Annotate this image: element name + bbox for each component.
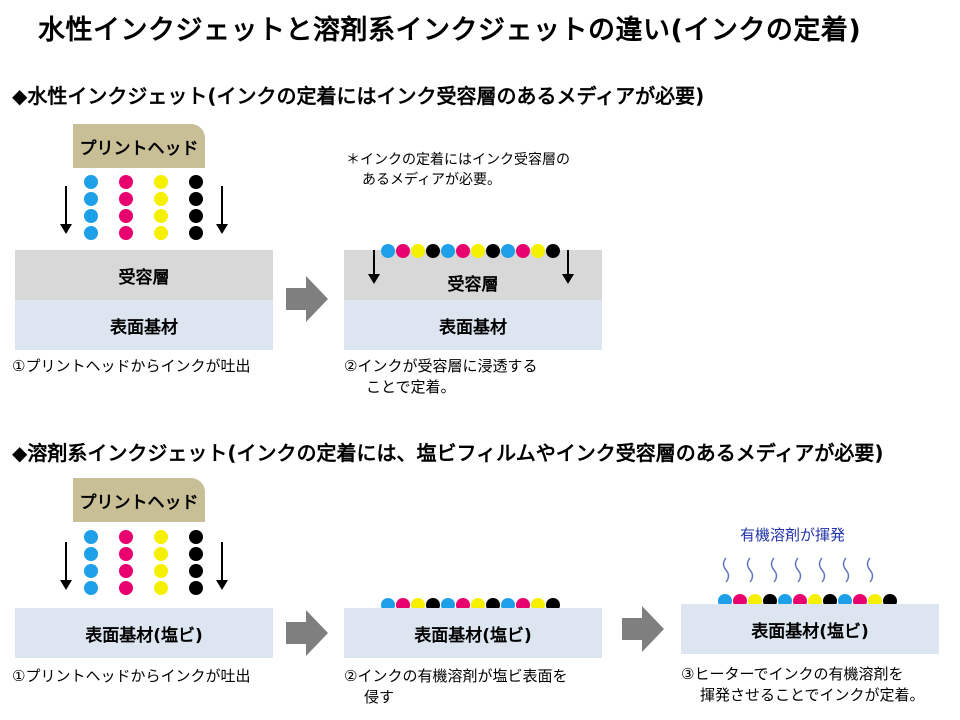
step-caption: ②インクが受容層に浸透する [344, 357, 538, 375]
receptive-layer: 受容層 [344, 250, 602, 300]
aqueous-section-title: ◆水性インクジェット(インクの定着にはインク受容層のあるメディアが必要) [12, 84, 705, 108]
ink-dot-yellow [411, 244, 425, 258]
ink-droplet-magenta [119, 530, 133, 544]
base-material-pvc: 表面基材(塩ビ) [344, 608, 602, 658]
ink-dot-black [426, 244, 440, 258]
right-arrow-icon [286, 610, 328, 656]
magenta-droplet-column [119, 530, 133, 598]
ink-dot-magenta [456, 244, 470, 258]
right-arrow-icon [286, 276, 328, 322]
ink-droplet-cyan [84, 226, 98, 240]
ink-droplet-magenta [119, 209, 133, 223]
step-caption: ①プリントヘッドからインクが吐出 [12, 357, 251, 375]
ink-dot-cyan [381, 244, 395, 258]
ink-droplet-cyan [84, 530, 98, 544]
step-caption: ことで定着。 [366, 378, 456, 396]
base-material-pvc: 表面基材(塩ビ) [15, 608, 273, 658]
base-material-pvc: 表面基材(塩ビ) [681, 604, 939, 654]
ink-droplet-cyan [84, 209, 98, 223]
down-arrow-icon [60, 186, 72, 234]
ink-droplet-yellow [154, 226, 168, 240]
down-arrow-icon [216, 186, 228, 234]
ink-droplet-cyan [84, 564, 98, 578]
ink-dot-yellow [471, 244, 485, 258]
ink-droplet-magenta [119, 226, 133, 240]
yellow-droplet-column [154, 175, 168, 243]
ink-droplet-black [189, 564, 203, 578]
ink-droplet-black [189, 547, 203, 561]
yellow-droplet-column [154, 530, 168, 598]
step-caption: 揮発させることでインクが定着。 [700, 686, 925, 704]
ink-droplet-cyan [84, 175, 98, 189]
ink-dot-yellow [531, 244, 545, 258]
ink-droplet-yellow [154, 547, 168, 561]
ink-droplet-yellow [154, 564, 168, 578]
ink-dot-cyan [501, 244, 515, 258]
solvent-section-title: ◆溶剤系インクジェット(インクの定着には、塩ビフィルムやインク受容層のあるメディ… [12, 441, 884, 465]
ink-droplet-black [189, 192, 203, 206]
right-arrow-icon [622, 606, 664, 652]
ink-droplet-black [189, 226, 203, 240]
solvent-print-head: プリントヘッド [73, 478, 205, 522]
down-arrow-icon [368, 250, 380, 284]
base-material: 表面基材 [344, 300, 602, 350]
page-title: 水性インクジェットと溶剤系インクジェットの違い(インクの定着) [38, 15, 862, 46]
base-material: 表面基材 [15, 300, 273, 350]
ink-droplet-magenta [119, 547, 133, 561]
step-caption: ③ヒーターでインクの有機溶剤を [681, 665, 904, 683]
ink-droplet-magenta [119, 581, 133, 595]
aqueous-ink-droplets [84, 175, 203, 243]
ink-droplet-yellow [154, 581, 168, 595]
ink-droplet-black [189, 209, 203, 223]
receptive-layer: 受容層 [15, 250, 273, 300]
black-droplet-column [189, 530, 203, 598]
ink-droplet-black [189, 581, 203, 595]
down-arrow-icon [216, 542, 228, 590]
evaporation-wavy-lines [722, 557, 874, 583]
step-caption: ①プリントヘッドからインクが吐出 [12, 667, 251, 685]
ink-droplet-yellow [154, 530, 168, 544]
solvent-ink-droplets [84, 530, 203, 598]
note-line-2: あるメディアが必要。 [362, 172, 502, 188]
note-line-1: ＊インクの定着にはインク受容層の [346, 152, 570, 168]
ink-dot-black [546, 244, 560, 258]
ink-droplet-cyan [84, 192, 98, 206]
ink-droplet-yellow [154, 175, 168, 189]
ink-dot-cyan [441, 244, 455, 258]
ink-dot-black [486, 244, 500, 258]
magenta-droplet-column [119, 175, 133, 243]
aqueous-print-head: プリントヘッド [73, 124, 205, 168]
step-caption: 侵す [364, 688, 395, 706]
ink-dot-magenta [516, 244, 530, 258]
down-arrow-icon [60, 542, 72, 590]
cyan-droplet-column [84, 530, 98, 598]
ink-dot-magenta [396, 244, 410, 258]
black-droplet-column [189, 175, 203, 243]
ink-droplet-yellow [154, 209, 168, 223]
down-arrow-icon [562, 250, 574, 284]
ink-droplet-cyan [84, 547, 98, 561]
ink-droplet-black [189, 175, 203, 189]
ink-droplet-magenta [119, 175, 133, 189]
ink-droplet-magenta [119, 192, 133, 206]
ink-droplet-cyan [84, 581, 98, 595]
evaporation-label: 有機溶剤が揮発 [740, 526, 846, 544]
ink-droplet-magenta [119, 564, 133, 578]
cyan-droplet-column [84, 175, 98, 243]
step-caption: ②インクの有機溶剤が塩ビ表面を [344, 667, 568, 685]
ink-droplet-black [189, 530, 203, 544]
ink-dots-row [381, 244, 561, 258]
ink-droplet-yellow [154, 192, 168, 206]
